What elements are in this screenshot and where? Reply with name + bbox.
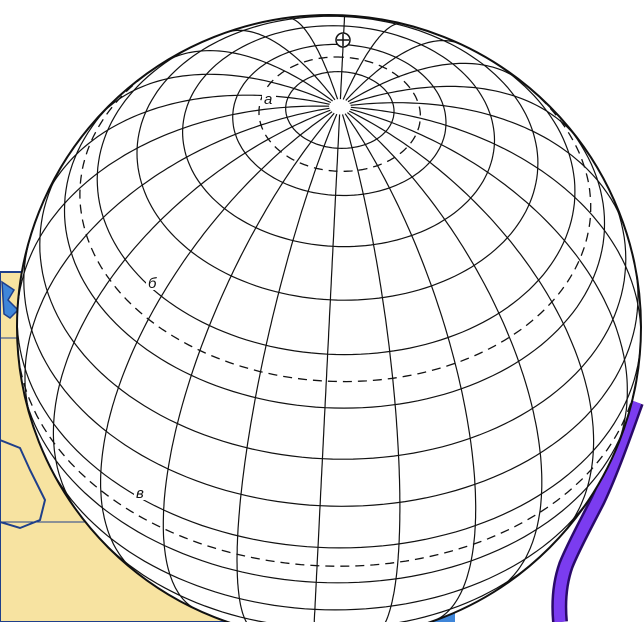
label-a: а <box>264 91 272 108</box>
globe: а б в <box>17 15 641 622</box>
label-b: б <box>148 275 157 292</box>
north-pole-marker-icon <box>336 33 350 47</box>
label-v: в <box>136 485 144 502</box>
